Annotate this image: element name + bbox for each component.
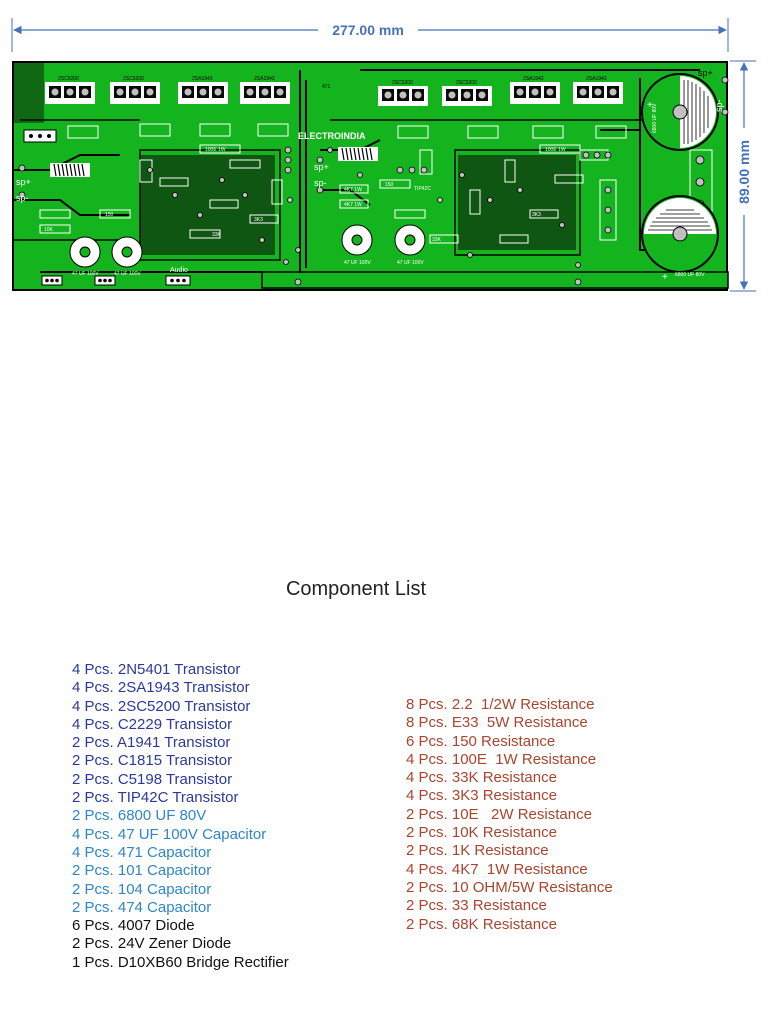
component-item: 2 Pcs. 10K Resistance <box>406 824 557 842</box>
small-components <box>39 144 617 244</box>
q-label: 2SA1943 <box>523 76 544 82</box>
component-item: 4 Pcs. 3K3 Resistance <box>406 787 557 805</box>
power-transistors-right <box>378 82 623 106</box>
component-item: 2 Pcs. TIP42C Transistor <box>72 789 239 807</box>
pcb-board: 2SC5200 2SC5200 2SA1943 2SA1943 2SC5200 … <box>12 61 729 291</box>
component-list-title: Component List <box>285 578 427 600</box>
component-item: 2 Pcs. C5198 Transistor <box>72 770 233 788</box>
component-item: 2 Pcs. 33 Resistance <box>406 897 547 915</box>
pads <box>18 76 729 286</box>
board-label-10k: 10K <box>44 227 54 233</box>
board-label-150: 150 <box>105 212 114 218</box>
cap-label: 47 UF 100V <box>344 260 371 266</box>
input-connectors <box>41 275 191 286</box>
power-transistors-left <box>45 82 290 104</box>
component-item: 8 Pcs. 2.2 1/2W Resistance <box>406 696 595 713</box>
component-item: 2 Pcs. 6800 UF 80V <box>72 807 207 825</box>
board-label-150: 150 <box>385 182 394 188</box>
q-label: 2SC5200 <box>392 80 413 86</box>
q-label: 2SA1943 <box>192 76 213 82</box>
plus-sign: + <box>647 100 653 111</box>
component-item: 6 Pcs. 150 Resistance <box>406 732 556 750</box>
component-item: 2 Pcs. 68K Resistance <box>406 915 557 933</box>
pcb-diagram: 277.00 mm 89.00 mm <box>0 0 768 300</box>
cap-label: 47 UF 100V <box>72 271 99 277</box>
sp-minus-label: sp- <box>714 99 724 112</box>
component-item: 4 Pcs. 2SA1943 Transistor <box>72 679 250 697</box>
emitter-resistors-right <box>397 125 627 139</box>
height-dimension: 89.00 mm <box>730 60 756 292</box>
board-label-3k3: 3K3 <box>254 217 263 223</box>
q-label: 2SC5200 <box>456 80 477 86</box>
component-item: 2 Pcs. C1815 Transistor <box>72 752 233 770</box>
board-label-33k: 33K <box>212 232 222 238</box>
component-item: 4 Pcs. 2N5401 Transistor <box>72 661 241 678</box>
component-item: 2 Pcs. 104 Capacitor <box>72 880 212 898</box>
component-item: 2 Pcs. 10E 2W Resistance <box>406 805 592 823</box>
board-label-4k7: 4K7 1W <box>344 202 362 208</box>
capacitor-47uf <box>69 224 426 268</box>
board-label-33k: 33K <box>432 237 442 243</box>
component-item: 1 Pcs. D10XB60 Bridge Rectifier <box>72 953 289 971</box>
board-label-tip42c: TIP42C <box>414 186 431 192</box>
component-item: 2 Pcs. 474 Capacitor <box>72 898 212 916</box>
component-item: 8 Pcs. E33 5W Resistance <box>406 714 588 732</box>
board-brand: ELECTROINDIA <box>298 131 366 141</box>
q-label: 2SC5200 <box>58 76 79 82</box>
component-item: 4 Pcs. 471 Capacitor <box>72 843 212 861</box>
bigcap-label: 6800 UF 80V <box>652 103 658 133</box>
component-item: 4 Pcs. 100E 1W Resistance <box>406 750 597 768</box>
emitter-resistors-left <box>67 123 289 139</box>
board-label-471: 471 <box>322 84 331 90</box>
sp-minus-label: sp- <box>16 193 29 203</box>
sp-plus-label: sp+ <box>16 177 31 187</box>
plus-sign: + <box>662 272 668 283</box>
component-item: 2 Pcs. A1941 Transistor <box>72 734 231 752</box>
sp-plus-label: sp+ <box>698 68 713 78</box>
component-item: 4 Pcs. 47 UF 100V Capacitor <box>72 825 267 843</box>
component-item: 4 Pcs. 33K Resistance <box>406 769 557 787</box>
component-item: 4 Pcs. 2SC5200 Transistor <box>72 697 251 715</box>
component-item: 4 Pcs. C2229 Transistor <box>72 715 233 733</box>
cap-label: 47 UF 100V <box>114 271 141 277</box>
component-item: 2 Pcs. 101 Capacitor <box>72 862 212 880</box>
board-label-4k7: 4K7 1W <box>344 187 362 193</box>
board-label-100e: 100E 1W <box>205 147 226 153</box>
component-item: 6 Pcs. 4007 Diode <box>72 917 195 935</box>
component-item: 2 Pcs. 1K Resistance <box>406 842 549 860</box>
component-item: 2 Pcs. 24V Zener Diode <box>72 935 232 953</box>
q-label: 2SA1943 <box>254 76 275 82</box>
board-label-3k3: 3K3 <box>532 212 541 218</box>
q-label: 2SA1943 <box>586 76 607 82</box>
q-label: 2SC5200 <box>123 76 144 82</box>
bigcap-label: 6800 UF 80V <box>675 272 705 278</box>
capacitor-6800uf <box>641 73 719 273</box>
width-dimension: 277.00 mm <box>11 18 729 52</box>
cap-label: 47 UF 100V <box>397 260 424 266</box>
board-label-100e: 100E 1W <box>545 147 566 153</box>
width-label: 277.00 mm <box>332 22 404 38</box>
component-item: 4 Pcs. 4K7 1W Resistance <box>406 860 588 878</box>
output-coil-icon <box>50 147 378 177</box>
sp-minus-label: sp- <box>314 178 327 188</box>
component-item: 2 Pcs. 10 OHM/5W Resistance <box>406 878 613 896</box>
sp-plus-label: sp+ <box>314 162 329 172</box>
height-label: 89.00 mm <box>736 140 752 204</box>
audio-label: Audio <box>170 267 188 274</box>
